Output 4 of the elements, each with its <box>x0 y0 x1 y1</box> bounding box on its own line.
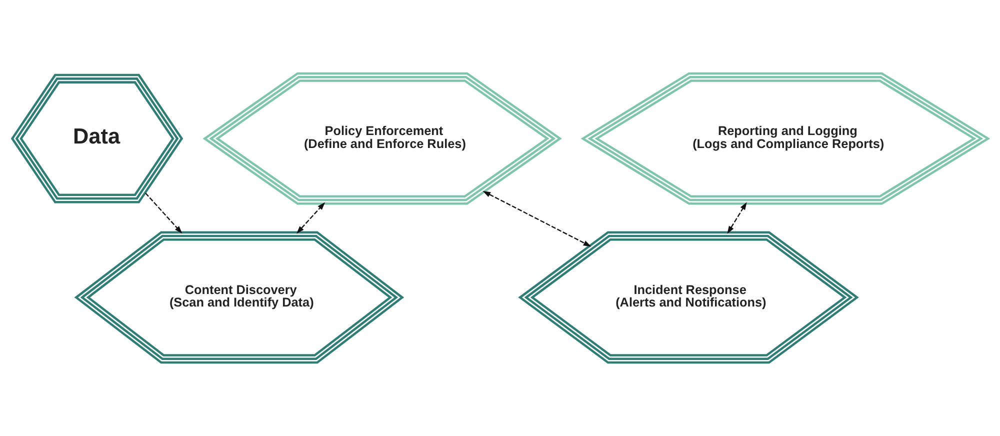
arrow <box>727 202 747 234</box>
arrow <box>482 190 592 247</box>
arrow <box>296 202 326 234</box>
arrow <box>145 192 182 234</box>
